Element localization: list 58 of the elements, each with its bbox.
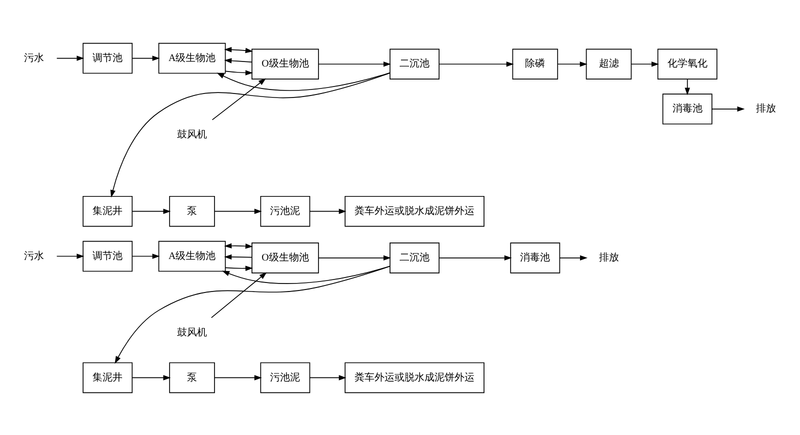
arrow — [114, 265, 390, 364]
arrow — [224, 265, 253, 270]
arrow — [212, 78, 266, 120]
node-box: 集泥井 — [82, 362, 133, 393]
arrow — [132, 208, 171, 214]
node-box: 调节池 — [82, 240, 133, 272]
node-box: O级生物池 — [252, 48, 319, 79]
arrow — [318, 61, 391, 66]
node-box: O级生物池 — [252, 242, 319, 273]
arrow — [224, 242, 253, 248]
node-box: 消毒池 — [510, 242, 560, 273]
arrow — [712, 106, 745, 112]
node-box: 化学氧化 — [657, 48, 718, 79]
arrow — [684, 78, 690, 95]
arrow — [438, 254, 512, 260]
arrow — [224, 254, 252, 260]
arrow — [558, 61, 588, 66]
arrow — [132, 55, 160, 60]
arrow — [224, 70, 253, 75]
node-box: 二沉池 — [390, 242, 440, 273]
arrow — [110, 72, 390, 198]
node-box: 二沉池 — [390, 48, 440, 79]
arrow — [214, 208, 262, 214]
node-box: 调节池 — [82, 42, 133, 74]
arrow — [309, 208, 346, 214]
node-box: 除磷 — [512, 48, 558, 79]
arrow — [211, 272, 267, 318]
arrow — [438, 61, 514, 66]
node-text: 污水 — [24, 250, 44, 262]
arrow — [224, 58, 252, 63]
node-box: 污池泥 — [260, 362, 310, 393]
arrow — [222, 265, 390, 284]
arrow — [560, 254, 588, 260]
arrow — [631, 61, 659, 66]
node-text: 污水 — [24, 52, 44, 64]
node-box: 泵 — [169, 195, 215, 226]
node-box: 粪车外运或脱水成泥饼外运 — [344, 195, 484, 226]
node-box: 泵 — [169, 362, 215, 393]
node-text: 排放 — [598, 252, 619, 264]
node-box: 超滤 — [586, 48, 632, 79]
node-box: 消毒池 — [662, 93, 712, 124]
arrow — [56, 55, 84, 60]
arrow — [214, 374, 262, 380]
arrow — [56, 253, 84, 258]
node-box: A级生物池 — [158, 42, 226, 74]
node-box: A级生物池 — [158, 240, 226, 272]
node-text: 鼓风机 — [177, 128, 208, 140]
node-text: 鼓风机 — [177, 326, 208, 338]
arrow — [132, 374, 171, 380]
arrow — [132, 253, 160, 258]
arrow — [309, 374, 346, 380]
node-text: 排放 — [756, 103, 776, 114]
arrow — [318, 254, 391, 260]
node-box: 粪车外运或脱水成泥饼外运 — [344, 362, 484, 393]
node-box: 污池泥 — [260, 195, 310, 226]
arrow — [216, 72, 390, 90]
node-box: 集泥井 — [82, 195, 133, 226]
arrow — [224, 46, 253, 53]
